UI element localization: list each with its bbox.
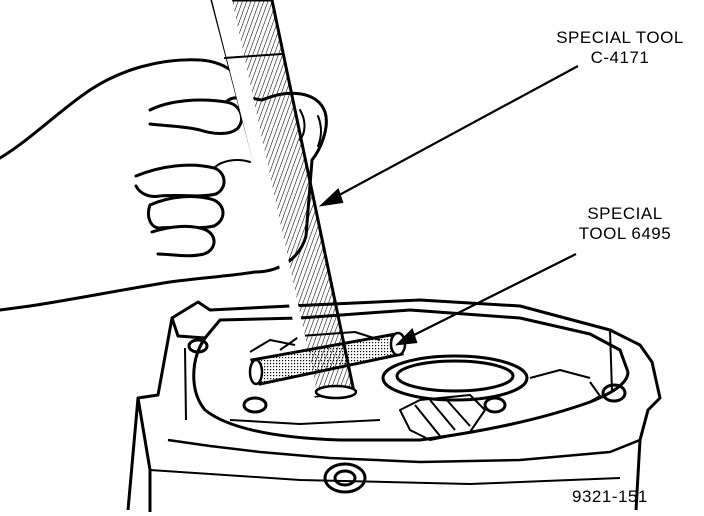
label-6495-line1: SPECIAL [587,204,663,223]
leader-lines [318,65,579,346]
leader-c4171 [329,65,579,201]
label-special-tool-c4171: SPECIAL TOOL C-4171 [540,28,700,68]
label-6495-line2: TOOL 6495 [578,224,672,243]
figure-number: 9321-151 [572,487,648,506]
special-tool-c4171 [210,0,358,400]
label-c4171-line2: C-4171 [590,48,650,67]
transmission-case [126,298,662,512]
label-special-tool-6495: SPECIAL TOOL 6495 [560,204,690,244]
label-c4171-line1: SPECIAL TOOL [556,28,684,47]
leader-6495 [403,253,577,341]
